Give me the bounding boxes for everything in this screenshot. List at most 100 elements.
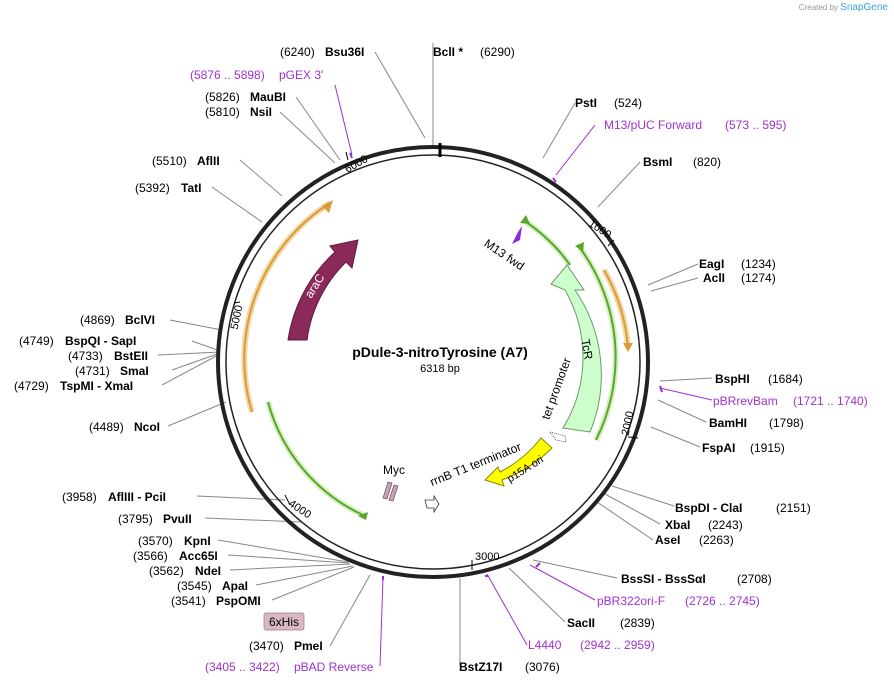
credit-prefix: Created by (798, 3, 838, 12)
myc-label: Myc (383, 463, 405, 477)
site-ndei-name: NdeI (195, 564, 221, 578)
site-fspai-name: FspAI (702, 441, 735, 455)
primer-pbad-reverse-name: pBAD Reverse (294, 660, 374, 674)
site-tati-pos: (5392) (135, 181, 170, 195)
site-pmei-name: PmeI (294, 639, 323, 653)
site-bspdi-name: BspDI - ClaI (675, 501, 742, 515)
snapgene-credit: Created by SnapGene (799, 2, 888, 13)
site-asei-name: AseI (655, 533, 680, 547)
site-bamhi-pos: (1798) (769, 416, 804, 430)
site-acc65i-name: Acc65I (179, 549, 218, 563)
site-pspomi-name: PspOMI (216, 594, 261, 608)
site-bsteii-pos: (4733) (68, 349, 103, 363)
site-acc65i-pos: (3566) (133, 549, 168, 563)
m13-fwd-primer (512, 226, 522, 244)
site-smai-pos: (4731) (75, 364, 110, 378)
primer-pgex3-pos: (5876 .. 5898) (190, 68, 265, 82)
primer-pbr322ori-f-pos: (2726 .. 2745) (685, 594, 760, 608)
site-bsssi-pos: (2708) (737, 572, 772, 586)
p15a-ori-arrow (484, 437, 553, 487)
backbone (216, 143, 650, 579)
site-xbai-pos: (2243) (708, 518, 743, 532)
site-bstz17i-name: BstZ17I (459, 660, 502, 674)
tick-label-2000: 2000 (620, 410, 637, 436)
site-bcli-pos: (6290) (480, 45, 515, 59)
site-bcli-name: BclI * (433, 45, 463, 59)
site-tati-name: TatI (181, 181, 201, 195)
primer-l4440-pos: (2942 .. 2959) (580, 638, 655, 652)
site-bsmi-pos: (820) (693, 155, 721, 169)
site-apai-name: ApaI (222, 579, 248, 593)
plasmid-name: pDule-3-nitroTyrosine (A7) (352, 344, 528, 360)
m13-fwd-label: M13 fwd (482, 236, 527, 273)
site-pvuii-pos: (3795) (118, 512, 153, 526)
tcr-arrow (550, 264, 602, 433)
site-psti-pos: (524) (614, 96, 642, 110)
primer-pbrrevbam-pos: (1721 .. 1740) (793, 394, 868, 408)
primer-m13puc-forward-pos: (573 .. 595) (725, 118, 786, 132)
site-acli-name: AclI (703, 271, 725, 285)
primer-pgex3-name: pGEX 3' (279, 68, 323, 82)
site-bclvi-name: BclVI (125, 313, 155, 327)
snapgene-brand: SnapGene (840, 2, 888, 13)
site-maubi-pos: (5826) (205, 90, 240, 104)
site-xbai-name: XbaI (665, 518, 690, 532)
site-pmei-pos: (3470) (249, 639, 284, 653)
site-bstz17i-pos: (3076) (525, 660, 560, 674)
site-ndei-pos: (3562) (149, 564, 184, 578)
site-kpni-pos: (3570) (138, 534, 173, 548)
site-ncoi-name: NcoI (134, 420, 160, 434)
site-aflii-pos: (5510) (152, 154, 187, 168)
tet-promoter-arrow (549, 431, 567, 443)
site-kpni-name: KpnI (184, 534, 211, 548)
site-labels: BclI * (6290) (6240) Bsu36I (5876 .. 589… (14, 45, 868, 674)
site-bsphi-pos: (1684) (768, 372, 803, 386)
site-bsssi-name: BssSI - BssSαI (621, 572, 706, 586)
site-bspdi-pos: (2151) (776, 501, 811, 515)
6xhis-label: 6xHis (269, 615, 299, 629)
primer-pbrrevbam-name: pBRrevBam (713, 394, 778, 408)
primer-marks (349, 152, 663, 580)
site-smai-name: SmaI (120, 364, 149, 378)
site-tspmi-pos: (4729) (14, 379, 49, 393)
site-bsphi-name: BspHI (715, 372, 750, 386)
site-ncoi-pos: (4489) (89, 420, 124, 434)
site-sacii-name: SacII (567, 616, 595, 630)
site-aflii-name: AflII (197, 154, 220, 168)
site-psti-name: PstI (575, 96, 597, 110)
site-fspai-pos: (1915) (750, 441, 785, 455)
primer-pbad-reverse-pos: (3405 .. 3422) (205, 660, 280, 674)
site-pvuii-name: PvuII (163, 512, 192, 526)
terminator-arrow (424, 494, 440, 514)
site-maubi-name: MauBI (250, 90, 286, 104)
primer-l4440-name: L4440 (528, 638, 562, 652)
site-bspqi-pos: (4749) (19, 334, 54, 348)
site-bamhi-name: BamHI (709, 416, 747, 430)
site-bsteii-name: BstEII (114, 349, 148, 363)
arac-arrow (287, 239, 359, 341)
site-bspqi-name: BspQI - SapI (65, 334, 136, 348)
site-eagi-pos: (1234) (741, 257, 776, 271)
primer-pbr322ori-f-name: pBR322ori-F (597, 594, 665, 608)
site-sacii-pos: (2839) (620, 616, 655, 630)
site-nsii-name: NsiI (250, 105, 272, 119)
site-tspmi-name: TspMI - XmaI (60, 379, 133, 393)
site-bclvi-pos: (4869) (80, 313, 115, 327)
leader-lines (157, 43, 713, 667)
site-bsu36i-pos: (6240) (280, 45, 315, 59)
site-afliii-name: AflIII - PciI (108, 490, 166, 504)
plasmid-center-label: pDule-3-nitroTyrosine (A7) 6318 bp (352, 344, 528, 375)
site-bsmi-name: BsmI (643, 155, 672, 169)
site-pspomi-pos: (3541) (171, 594, 206, 608)
6xhis-tag-label-box: 6xHis (263, 612, 305, 631)
site-acli-pos: (1274) (741, 271, 776, 285)
site-nsii-pos: (5810) (205, 105, 240, 119)
primer-m13puc-forward-name: M13/pUC Forward (604, 118, 702, 132)
tick-label-5000: 5000 (229, 304, 246, 330)
tet-promoter-label: tet promoter (539, 356, 574, 422)
site-apai-pos: (3545) (177, 579, 212, 593)
site-eagi-name: EagI (699, 257, 724, 271)
tick-label-3000: 3000 (475, 551, 499, 563)
site-bsu36i-name: Bsu36I (325, 45, 364, 59)
